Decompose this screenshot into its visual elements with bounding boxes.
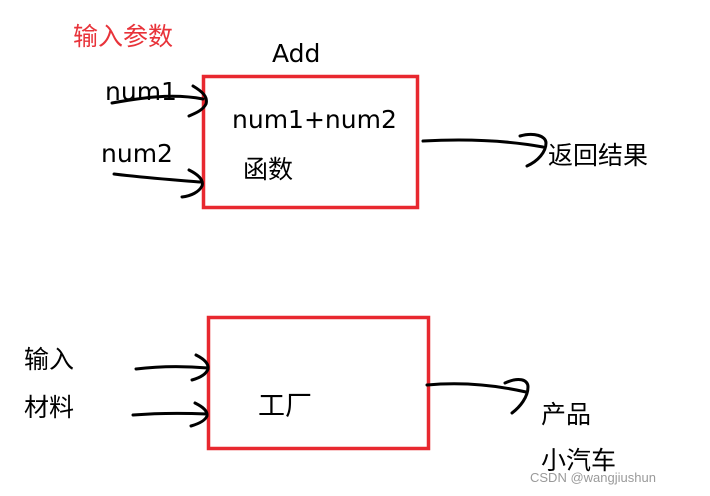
arrow-result — [421, 132, 548, 168]
function-expression: num1+num2 — [232, 105, 397, 134]
output-label-result: 返回结果 — [548, 141, 649, 170]
function-box — [201, 74, 420, 210]
arrow-num2 — [112, 168, 204, 199]
function-title: Add — [272, 39, 321, 68]
arrow-num1 — [110, 84, 208, 118]
arrow-product — [425, 378, 530, 415]
heading-input-params: 输入参数 — [73, 22, 174, 51]
input-label-materials: 材料 — [24, 393, 75, 422]
watermark: CSDN @wangjiushun — [530, 470, 656, 485]
input-label-num2: num2 — [101, 139, 173, 168]
output-label-car: 小汽车 — [541, 446, 617, 475]
input-label-input: 输入 — [24, 345, 75, 374]
arrow-input-1 — [134, 353, 210, 382]
function-label: 函数 — [243, 155, 294, 184]
output-label-product: 产品 — [541, 400, 592, 429]
factory-label: 工厂 — [258, 391, 312, 422]
arrow-input-2 — [131, 401, 209, 428]
input-label-num1: num1 — [105, 77, 177, 106]
factory-box — [206, 315, 431, 451]
